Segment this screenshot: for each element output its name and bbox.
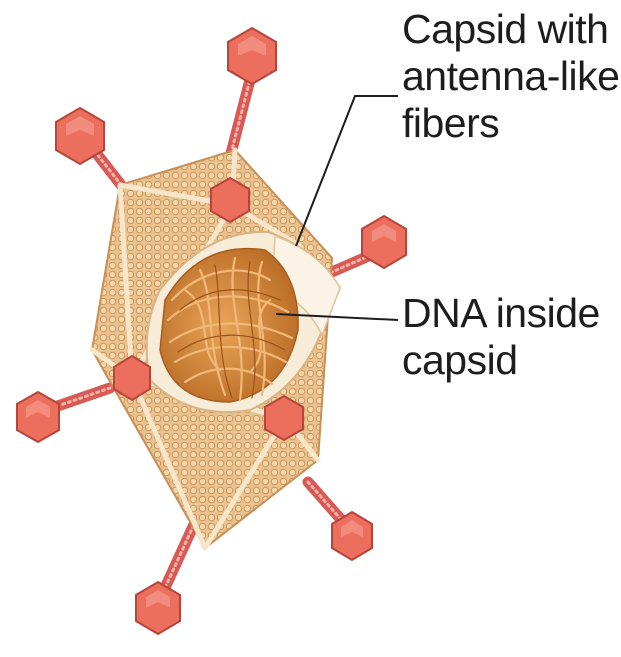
vertex-knob-upper (211, 178, 249, 222)
dna-label: DNA inside capsid (402, 290, 600, 384)
fiber-knob-left (17, 392, 59, 442)
capsid-label-line-3: fibers (402, 100, 619, 147)
vertex-knob-left (114, 356, 150, 400)
dna-label-line-2: capsid (402, 337, 600, 384)
capsid-label-line-2: antenna-like (402, 53, 619, 100)
capsid-label-line-1: Capsid with (402, 6, 619, 53)
fiber-knob-bottom (136, 582, 180, 634)
capsid-label: Capsid with antenna-like fibers (402, 6, 619, 147)
vertex-knob-lower (265, 396, 303, 440)
dna-label-line-1: DNA inside (402, 290, 600, 337)
